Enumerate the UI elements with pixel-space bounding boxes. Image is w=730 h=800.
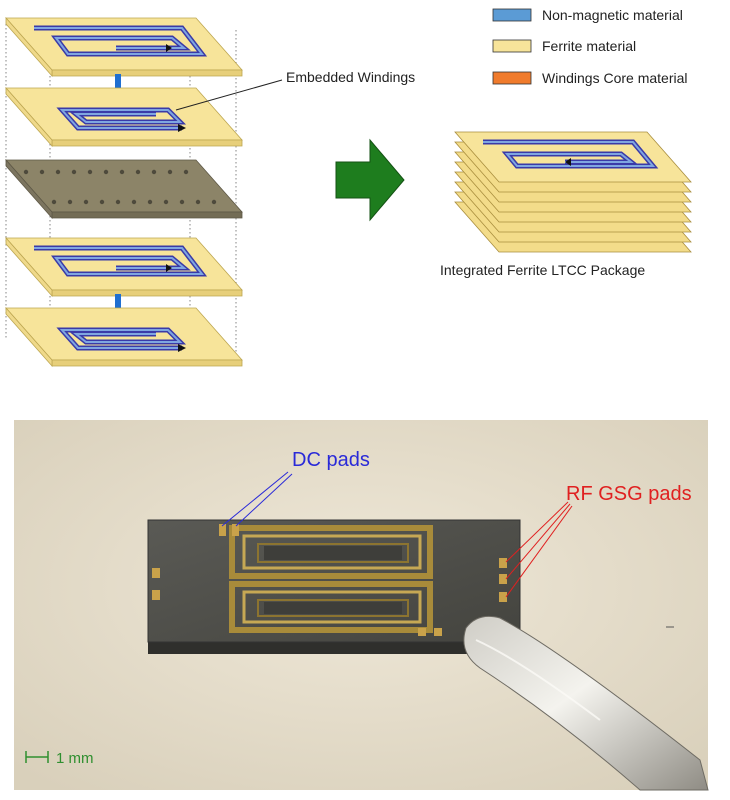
- ferrite-layer-5: [5, 306, 243, 368]
- embedded-windings-leader: [175, 79, 283, 111]
- ferrite-layer-4: [5, 236, 243, 298]
- package-caption: Integrated Ferrite LTCC Package: [440, 262, 645, 278]
- layer-stack-diagram: Embedded Windings: [5, 16, 415, 368]
- core-vias: [23, 169, 217, 205]
- legend-item-non-magnetic: Non-magnetic material: [492, 7, 683, 23]
- tweezers: [463, 615, 709, 791]
- dc-pads-label: DC pads: [292, 449, 370, 471]
- dc-pad-1: [219, 524, 226, 536]
- chip-winding-lower: [229, 581, 433, 633]
- left-pad-1: [152, 568, 160, 578]
- device-photo: DC pads RF GSG pads 1 mm: [14, 420, 709, 791]
- left-pad-2: [152, 590, 160, 600]
- transform-arrow: [335, 138, 405, 222]
- legend-item-windings-core: Windings Core material: [492, 70, 688, 86]
- rf-pads-label: RF GSG pads: [566, 483, 692, 505]
- embedded-windings-label: Embedded Windings: [286, 69, 415, 85]
- dc-pad-2: [232, 524, 239, 536]
- ferrite-layer-2: [5, 86, 243, 148]
- ferrite-layer-1: [5, 16, 243, 78]
- legend-label-non-magnetic: Non-magnetic material: [542, 7, 683, 23]
- rf-pads-annotation: [505, 501, 573, 598]
- legend-item-ferrite: Ferrite material: [492, 38, 636, 54]
- integrated-package: [454, 131, 692, 253]
- legend-label-windings-core: Windings Core material: [542, 70, 688, 86]
- scale-bar: [25, 751, 49, 763]
- rf-pad-2: [499, 574, 507, 584]
- core-layer: [5, 158, 243, 220]
- chip-winding-upper: [229, 525, 433, 579]
- package-layers: [454, 131, 692, 253]
- legend: Non-magnetic material Ferrite material W…: [492, 7, 688, 86]
- scale-bar-label: 1 mm: [56, 750, 94, 767]
- rf-pad-1: [499, 558, 507, 568]
- ltcc-chip: [147, 519, 521, 654]
- dc-pads-annotation: [221, 471, 293, 527]
- rf-pad-3: [499, 592, 507, 602]
- legend-label-ferrite: Ferrite material: [542, 38, 636, 54]
